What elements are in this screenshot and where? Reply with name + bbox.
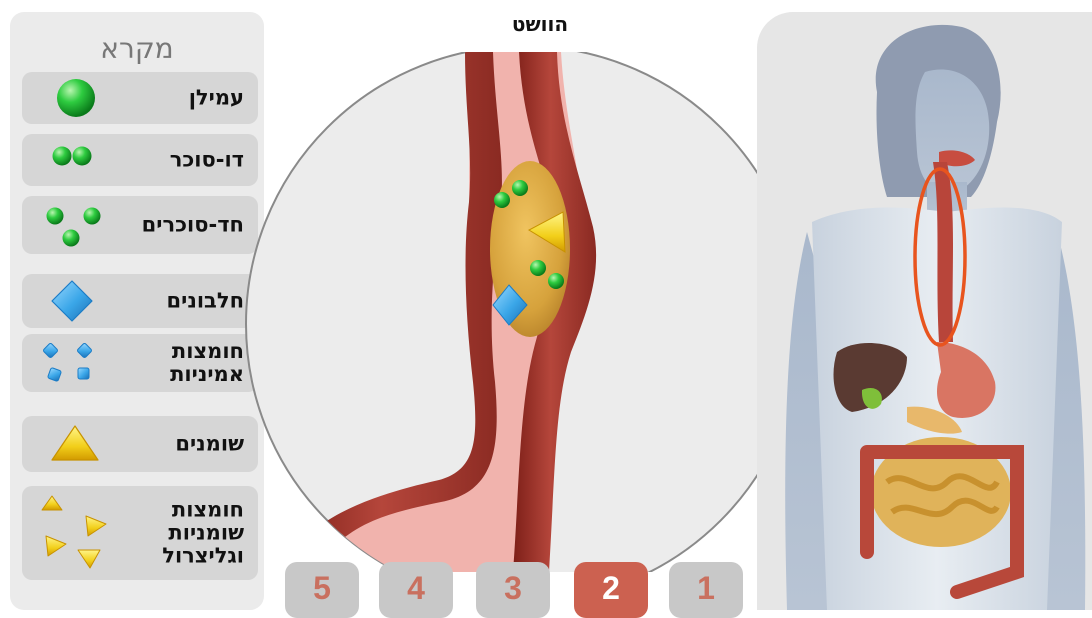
large-green-ball-icon [22,72,112,124]
legend-label-fatty-acids-line1: חומצות [172,498,244,522]
legend-item-proteins: חלבונים [22,274,258,328]
legend-label-fatty-acids-glycerol: חומצות שומניות וגליצרול [162,499,244,568]
small-blue-squares-icon [22,334,112,392]
legend-label-fats: שומנים [175,433,244,456]
legend-label-amino-acids-line2: אמיניות [170,362,244,386]
legend-label-amino-acids-line1: חומצות [172,339,244,363]
legend-label-proteins: חלבונים [167,290,244,313]
small-yellow-triangles-icon [22,486,112,580]
legend-panel: מקרא עמילן דו-סוכר חד-סו [10,12,264,610]
body-illustration-panel [757,12,1092,610]
large-blue-diamond-icon [22,274,112,328]
legend-label-amino-acids: חומצות אמיניות [170,340,244,386]
legend-item-disaccharide: דו-סוכר [22,134,258,186]
esophagus-zoom-view [243,52,805,572]
stage-title: הוושט [430,12,650,36]
legend-item-starch: עמילן [22,72,258,124]
three-green-balls-icon [22,196,112,254]
legend-label-fatty-acids-line3: וגליצרול [162,544,244,568]
human-digestive-system-illustration [757,12,1092,610]
large-yellow-triangle-icon [22,416,112,472]
legend-item-fatty-acids-glycerol: חומצות שומניות וגליצרול [22,486,258,580]
legend-label-monosaccharides: חד-סוכרים [142,214,244,237]
legend-item-fats: שומנים [22,416,258,472]
legend-title: מקרא [10,32,264,65]
legend-label-disaccharide: דו-סוכר [170,149,244,172]
legend-label-starch: עמילן [189,87,244,110]
legend-item-monosaccharides: חד-סוכרים [22,196,258,254]
two-green-balls-icon [22,134,112,186]
legend-item-amino-acids: חומצות אמיניות [22,334,258,392]
legend-label-fatty-acids-line2: שומניות [168,521,244,545]
